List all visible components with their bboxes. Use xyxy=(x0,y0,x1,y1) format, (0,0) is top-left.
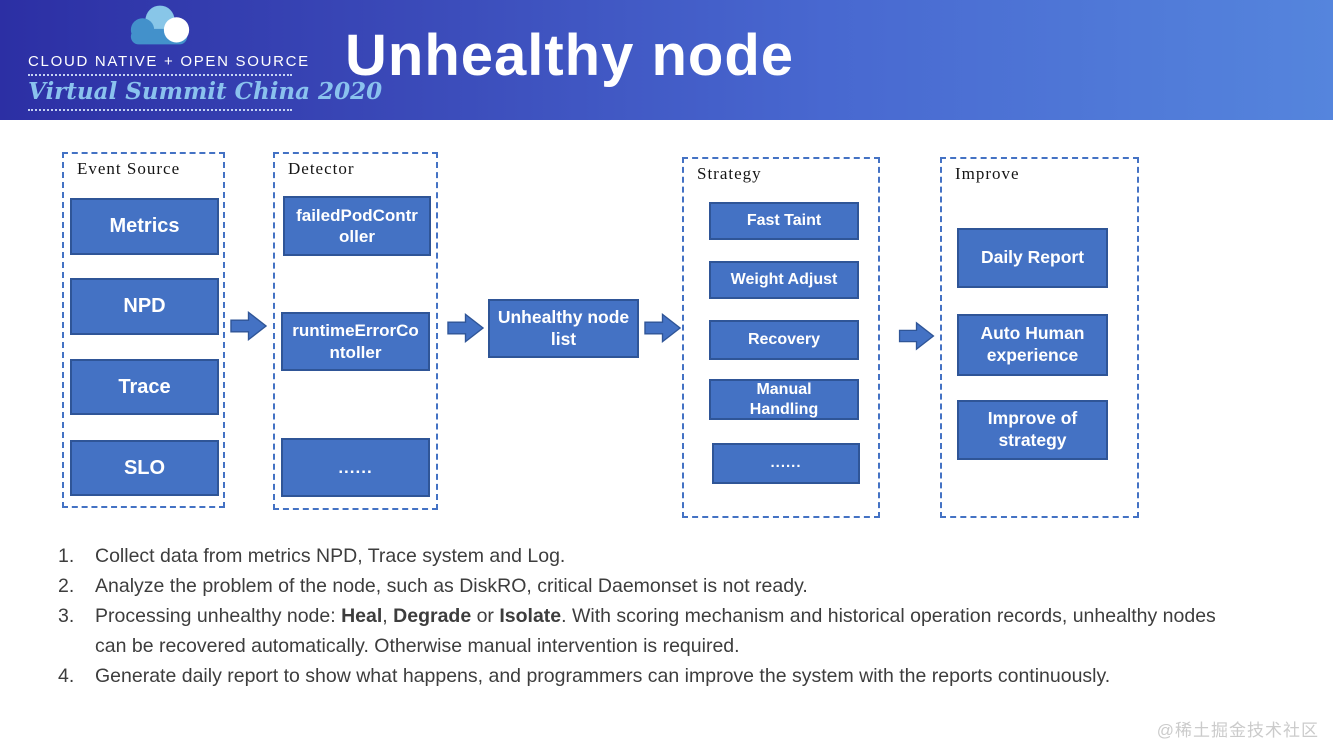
column-label-detector: Detector xyxy=(288,159,355,178)
box-runtimeerrorcontoller: runtimeErrorCo ntoller xyxy=(281,312,430,371)
flow-arrow-icon xyxy=(644,312,681,344)
note-item: 4. Generate daily report to show what hap… xyxy=(58,661,1230,691)
note-text: Analyze the problem of the node, such as… xyxy=(95,575,808,597)
note-text: Collect data from metrics NPD, Trace sys… xyxy=(95,545,566,567)
summit-logo: CLOUD NATIVE + OPEN SOURCE Virtual Summi… xyxy=(28,3,383,114)
flow-arrow-icon xyxy=(898,321,935,351)
column-improve: Improve xyxy=(940,157,1139,518)
column-label-strategy: Strategy xyxy=(697,164,762,183)
note-item: 1. Collect data from metrics NPD, Trace s… xyxy=(58,541,1230,571)
dotted-divider xyxy=(28,74,292,76)
column-label-improve: Improve xyxy=(955,164,1020,183)
column-detector: Detector xyxy=(273,152,438,510)
box-detector-more: ...... xyxy=(281,438,430,497)
box-daily-report: Daily Report xyxy=(957,228,1108,288)
box-fast-taint: Fast Taint xyxy=(709,202,859,240)
note-number: 1. xyxy=(58,545,75,567)
note-text: Generate daily report to show what happe… xyxy=(95,665,1111,687)
cloud-icon xyxy=(130,5,190,45)
box-slo: SLO xyxy=(70,440,219,496)
page-title: Unhealthy node xyxy=(345,23,795,88)
note-number: 3. xyxy=(58,605,75,627)
box-improve-of-strategy: Improve of strategy xyxy=(957,400,1108,460)
column-strategy: Strategy xyxy=(682,157,880,518)
logo-title: CLOUD NATIVE + OPEN SOURCE xyxy=(28,53,310,70)
note-text: Processing unhealthy node: Heal, Degrade… xyxy=(95,605,1216,657)
note-number: 4. xyxy=(58,665,75,687)
notes-list: 1. Collect data from metrics NPD, Trace s… xyxy=(58,541,1230,691)
flow-arrow-icon xyxy=(230,310,267,342)
flow-arrow-icon xyxy=(447,312,484,344)
box-unhealthy-node-list: Unhealthy node list xyxy=(488,299,639,358)
box-metrics: Metrics xyxy=(70,198,219,255)
column-event-source: Event Source xyxy=(62,152,225,508)
box-manual-handling: Manual Handling xyxy=(709,379,859,420)
note-item: 3. Processing unhealthy node: Heal, Degra… xyxy=(58,601,1230,661)
box-npd: NPD xyxy=(70,278,219,335)
watermark: @稀土掘金技术社区 xyxy=(1156,721,1319,740)
box-auto-human-experience: Auto Human experience xyxy=(957,314,1108,376)
dotted-divider xyxy=(28,109,292,111)
box-strategy-more: ...... xyxy=(712,443,860,484)
note-number: 2. xyxy=(58,575,75,597)
column-label-event-source: Event Source xyxy=(77,159,181,178)
note-item: 2. Analyze the problem of the node, such … xyxy=(58,571,1230,601)
logo-subtitle: Virtual Summit China 2020 xyxy=(28,78,383,105)
box-failedpodcontroller: failedPodContr oller xyxy=(283,196,431,256)
box-recovery: Recovery xyxy=(709,320,859,360)
header: CLOUD NATIVE + OPEN SOURCE Virtual Summi… xyxy=(0,0,1333,120)
box-weight-adjust: Weight Adjust xyxy=(709,261,859,299)
box-trace: Trace xyxy=(70,359,219,415)
